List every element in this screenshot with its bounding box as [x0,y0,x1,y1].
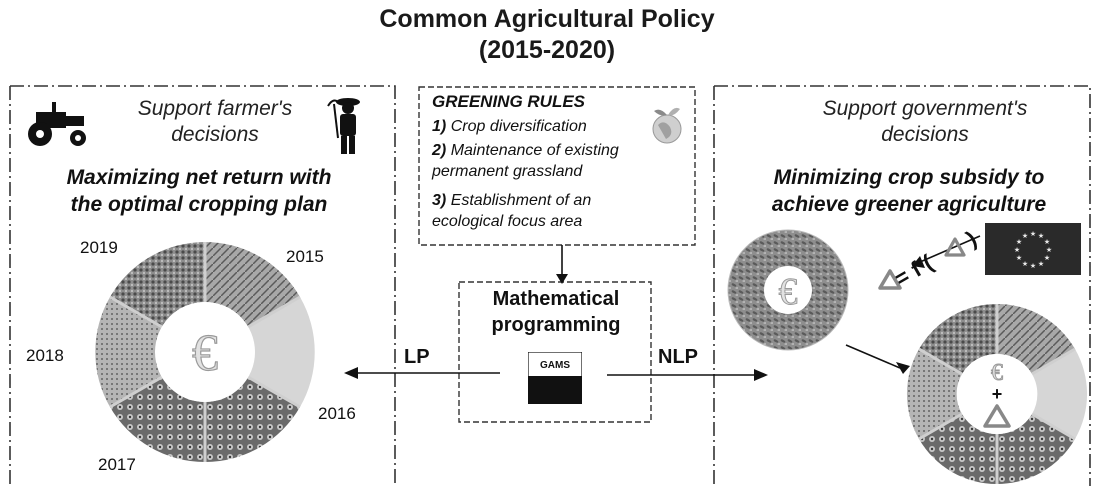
euro-symbol: € [779,271,798,313]
svg-text:★: ★ [1046,246,1052,254]
nlp-arrow-head [754,369,768,381]
lp-arrow-head [344,367,358,379]
svg-text:★: ★ [1044,254,1050,262]
right-subtitle-line-2: decisions [881,123,969,146]
rule-3: 3) Establishment of an ecological focus … [432,190,682,232]
rule-1-text: Crop diversification [450,118,587,135]
rule-3-text-b: ecological focus area [432,213,583,230]
left-subtitle-line-2: decisions [171,123,259,146]
rule-2-number: 2) [432,142,447,159]
greener-crop-wheel: € + [906,303,1088,485]
left-objective-line-1: Maximizing net return with [66,166,332,189]
year-2019: 2019 [80,238,118,257]
right-panel-objective: Minimizing crop subsidy to achieve green… [725,164,1093,218]
crop-rotation-wheel: € [95,242,315,462]
svg-text:★: ★ [1016,254,1022,262]
recycle-icon [944,237,966,257]
eu-flag-icon: ★★★ ★★★ ★★★ ★★★ [985,223,1081,275]
rule-3-number: 3) [432,192,447,209]
right-objective-line-1: Minimizing crop subsidy to [773,166,1045,189]
svg-text:★: ★ [1038,260,1044,268]
plus-sign: + [992,384,1003,404]
year-2016: 2016 [318,404,356,423]
rule-1: 1) Crop diversification [432,116,682,137]
svg-text:★: ★ [1030,262,1036,270]
left-panel-subtitle: Support farmer's decisions [100,96,330,148]
year-2018: 2018 [26,346,64,365]
euro-symbol: € [991,360,1003,386]
math-programming-box [458,281,652,423]
rule-2: 2) Maintenance of existing permanent gra… [432,140,682,182]
year-2017: 2017 [98,455,136,474]
left-objective-line-2: the optimal cropping plan [70,193,328,216]
subsidy-grain-ring: € [727,229,849,351]
math-line-1: Mathematical [492,288,620,310]
right-panel-border [713,85,1091,486]
rule-2-text-b: permanent grassland [432,163,583,180]
rule-1-number: 1) [432,118,447,135]
farmer-icon [327,98,360,154]
earth-plant-icon [652,107,682,144]
left-panel-border [9,85,396,486]
svg-text:★: ★ [1022,232,1028,240]
right-objective-line-2: achieve greener agriculture [771,193,1047,216]
arrow-down-head [556,274,568,284]
tractor-icon [28,102,86,146]
lp-label: LP [404,346,430,368]
svg-text:★: ★ [1016,238,1022,246]
recycle-icon [983,404,1011,428]
greening-rules-box [418,86,696,246]
left-panel-objective: Maximizing net return with the optimal c… [14,164,384,218]
title-line-1: Common Agricultural Policy [379,5,715,33]
greening-rules-title: GREENING RULES [432,92,586,111]
math-programming-label: Mathematical programming [462,286,650,338]
gams-logo [528,352,582,404]
recycle-icon [878,269,902,290]
diagram-title: Common Agricultural Policy (2015-2020) [0,4,1094,66]
svg-text:★: ★ [1044,238,1050,246]
svg-text:★: ★ [1038,232,1044,240]
nlp-label: NLP [658,346,698,368]
svg-text:★: ★ [1014,246,1020,254]
left-subtitle-line-1: Support farmer's [137,97,293,120]
gams-label: GAMS [540,360,570,371]
right-subtitle-line-1: Support government's [822,97,1028,120]
rule-3-text-a: Establishment of an [450,192,592,209]
euro-symbol: € [192,325,218,382]
math-line-2: programming [491,314,621,336]
svg-text:★: ★ [1022,260,1028,268]
right-panel-subtitle: Support government's decisions [760,96,1090,148]
svg-text:★: ★ [1030,230,1036,238]
rule-2-text-a: Maintenance of existing [450,142,619,159]
year-2015: 2015 [286,247,324,266]
title-line-2: (2015-2020) [478,36,616,64]
